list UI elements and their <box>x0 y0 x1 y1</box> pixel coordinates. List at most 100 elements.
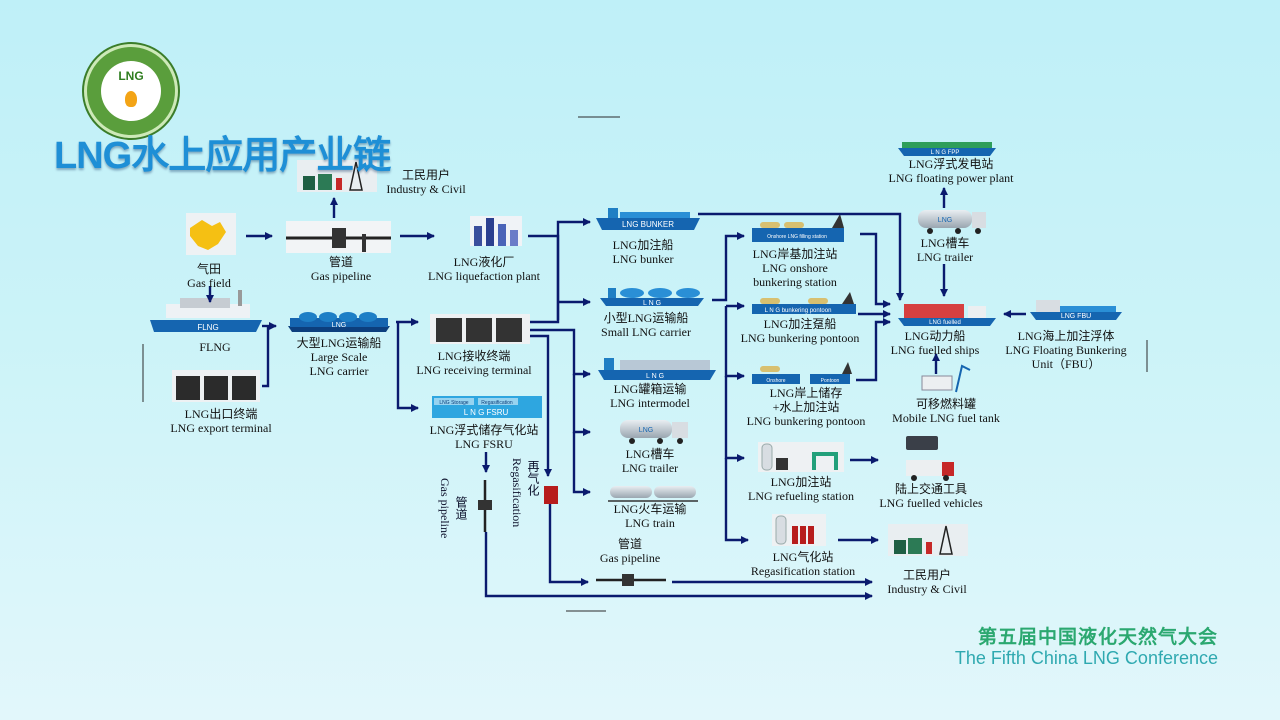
small-carrier-en: Small LNG carrier <box>601 325 691 339</box>
fsru-cn: LNG浮式储存气化站 <box>429 423 539 437</box>
conference-logo: LNG <box>84 44 178 138</box>
regasification-v-cn: 再气化 <box>526 460 540 496</box>
regas-vertical-icon <box>544 486 558 504</box>
conference-title-en: The Fifth China LNG Conference <box>954 648 1218 668</box>
gas-pipeline-top-en: Gas pipeline <box>310 269 372 283</box>
onshore-station-cn: LNG岸基加注站 <box>752 247 838 261</box>
refueling-station-en: LNG refueling station <box>748 489 854 503</box>
svg-text:LNG: LNG <box>639 427 653 434</box>
svg-text:L N G bunkering pontoon: L N G bunkering pontoon <box>765 308 832 314</box>
train-en: LNG train <box>625 516 675 530</box>
regas-station-cn: LNG气化站 <box>772 550 834 564</box>
svg-text:Onshore: Onshore <box>766 378 785 384</box>
fbu-en1: LNG Floating Bunkering <box>1005 343 1127 357</box>
fbu-en2: Unit（FBU） <box>1031 357 1101 371</box>
trailer-mid-cn: LNG槽车 <box>625 447 675 461</box>
fpp-cn: LNG浮式发电站 <box>908 157 994 171</box>
large-carrier-icon: LNG <box>288 312 390 332</box>
svg-text:Regasification: Regasification <box>481 400 513 406</box>
trailer-right-icon: LNG <box>918 210 986 234</box>
receiving-terminal-icon <box>430 314 530 344</box>
svg-text:L N G: L N G <box>643 300 661 307</box>
flame-icon <box>125 91 137 107</box>
small-carrier-icon: L N G <box>600 288 704 307</box>
large-carrier-cn: 大型LNG运输船 <box>296 336 382 350</box>
industry-civil-bottom-en: Industry & Civil <box>887 582 967 596</box>
small-carrier-cn: 小型LNG运输船 <box>603 311 689 325</box>
liquefaction-plant-cn: LNG液化厂 <box>453 255 515 269</box>
shore-storage-icon: Onshore Pontoon <box>752 362 852 384</box>
fuelled-ships-cn: LNG动力船 <box>904 329 966 343</box>
trailer-right-en: LNG trailer <box>916 250 974 264</box>
gas-pipeline-top-cn: 管道 <box>328 255 353 269</box>
onshore-station-en2: bunkering station <box>753 275 837 289</box>
svg-text:L N G: L N G <box>646 373 664 380</box>
fpp-en: LNG floating power plant <box>888 171 1014 185</box>
trailer-right-cn: LNG槽车 <box>920 236 970 250</box>
liquefaction-plant-icon <box>470 216 522 246</box>
receiving-terminal-cn: LNG接收终端 <box>437 349 511 363</box>
shore-storage-cn1: LNG岸上储存 <box>769 386 843 400</box>
fsru-en: LNG FSRU <box>455 437 513 451</box>
svg-text:LNG BUNKER: LNG BUNKER <box>622 220 674 229</box>
fbu-cn: LNG海上加注浮体 <box>1017 329 1115 343</box>
regas-station-en: Regasification station <box>750 564 856 578</box>
pontoon-cn: LNG加注趸船 <box>763 317 837 331</box>
regasification-v-en: Regasification <box>510 458 524 528</box>
gas-pipeline-v-cn: 管道 <box>454 496 468 520</box>
bunker-cn: LNG加注船 <box>612 238 674 252</box>
fuelled-ships-icon: LNG fuelled <box>898 304 996 326</box>
svg-text:L N G FSRU: L N G FSRU <box>464 408 509 417</box>
flng-ship-icon: FLNG <box>150 290 262 332</box>
svg-text:LNG: LNG <box>332 322 346 329</box>
gas-pipeline-bottom-icon <box>596 574 666 586</box>
bunker-ship-icon: LNG BUNKER <box>596 208 700 230</box>
fbu-icon: LNG FBU <box>1030 300 1122 320</box>
shore-storage-en: LNG bunkering pontoon <box>746 414 866 428</box>
industry-civil-top-cn: 工民用户 <box>401 168 450 182</box>
svg-text:FLNG: FLNG <box>197 323 218 332</box>
gas-pipeline-v-en: Gas pipeline <box>438 478 452 539</box>
refueling-station-cn: LNG加注站 <box>770 475 832 489</box>
regas-station-icon <box>772 514 826 546</box>
pontoon-icon: L N G bunkering pontoon <box>752 292 856 314</box>
fpp-ship-icon: L N G FPP <box>898 142 996 156</box>
gas-pipeline-bottom-cn: 管道 <box>617 537 642 551</box>
mobile-tank-cn: 可移燃料罐 <box>915 397 976 411</box>
intermodel-en: LNG intermodel <box>610 396 690 410</box>
conference-title-cn: 第五届中国液化天然气大会 <box>977 626 1218 648</box>
mobile-tank-icon <box>921 364 971 393</box>
onshore-station-en1: LNG onshore <box>762 261 828 275</box>
svg-text:LNG FBU: LNG FBU <box>1061 313 1091 320</box>
gas-field-cn: 气田 <box>196 262 221 276</box>
vehicles-icon <box>906 436 954 481</box>
svg-text:LNG: LNG <box>938 217 952 224</box>
train-icon <box>608 486 698 502</box>
train-cn: LNG火车运输 <box>613 502 687 516</box>
industry-civil-bottom-icon <box>888 524 968 556</box>
shore-storage-cn2: +水上加注站 <box>772 400 840 414</box>
refueling-station-icon <box>758 442 844 472</box>
large-carrier-en1: Large Scale <box>310 350 368 364</box>
svg-text:Onshore LNG filling station: Onshore LNG filling station <box>767 234 827 240</box>
vehicles-en: LNG fuelled vehicles <box>879 496 983 510</box>
industry-civil-top-icon <box>297 160 377 192</box>
